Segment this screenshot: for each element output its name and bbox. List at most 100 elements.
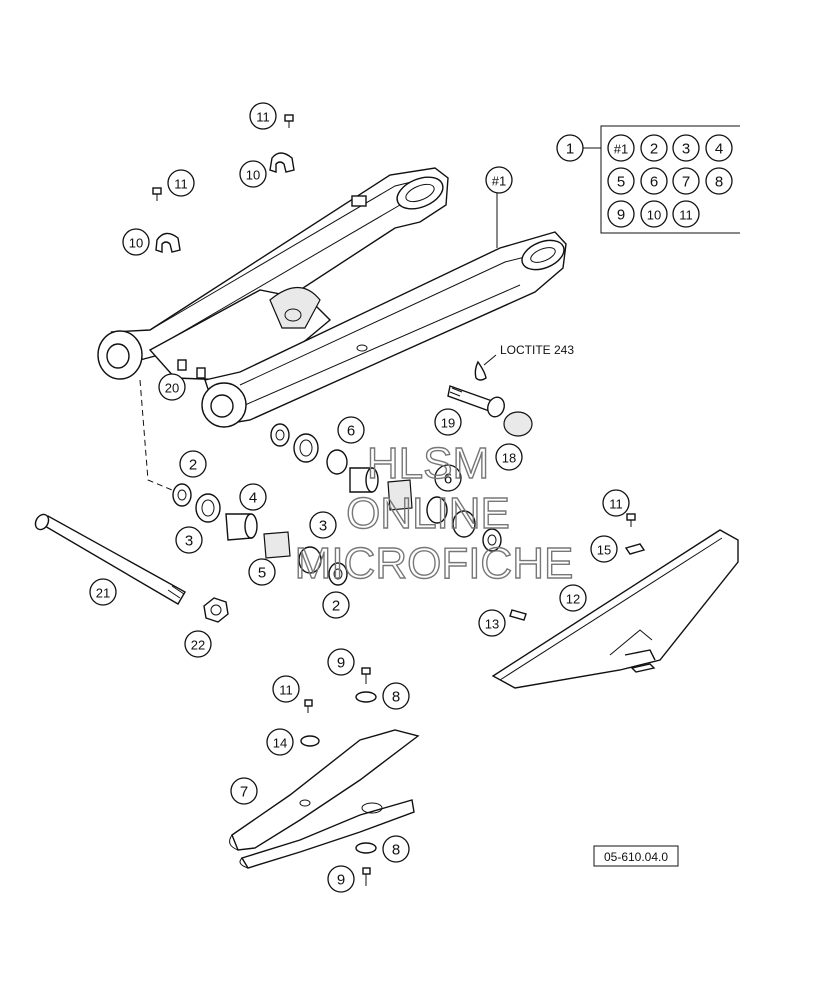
kit-member-3-label: 4 [715, 141, 723, 158]
callout-5-8[interactable]: 5 [248, 558, 276, 586]
seal-mid [482, 528, 502, 552]
swingarm-upper-tab [351, 195, 367, 207]
watermark-line2: ONLINE [346, 489, 510, 538]
callout-7-25[interactable]: 7 [230, 777, 258, 805]
callout-2-10[interactable]: 2 [322, 591, 350, 619]
kit-member-7-circle [705, 167, 733, 195]
callout-11-0-label: 11 [256, 110, 270, 125]
callout-2-5[interactable]: 2 [179, 450, 207, 478]
chain-slider [229, 667, 420, 886]
callout-9-27[interactable]: 9 [327, 865, 355, 893]
callout-11-1[interactable]: 11 [167, 169, 195, 197]
callout-14-24[interactable]: 14 [266, 728, 294, 756]
callout-kit-1[interactable]: 1 [556, 134, 584, 162]
kit-bracket [600, 125, 740, 234]
kit-ref-callout[interactable]: 1 [556, 134, 584, 162]
loctite-drop [474, 360, 487, 381]
callout-12-19[interactable]: 12 [559, 584, 587, 612]
clamp-10-left [155, 232, 181, 253]
kit-member-2[interactable]: 3 [672, 134, 700, 162]
callout-3-6-label: 3 [185, 533, 193, 550]
swingarm: #1 [97, 166, 567, 428]
left-bearing-stack [172, 483, 348, 586]
callout-8-26[interactable]: 8 [382, 835, 410, 863]
callout-21-15[interactable]: 21 [89, 578, 117, 606]
kit-member-1[interactable]: 2 [640, 134, 668, 162]
screw-11-mid [304, 699, 313, 707]
bush-3-lower [298, 546, 322, 574]
nut-22 [203, 597, 229, 623]
callout-20-4-label: 20 [165, 381, 179, 396]
callout-11-17[interactable]: 11 [602, 489, 630, 517]
right-bearing-stack [270, 423, 502, 552]
chain-slider-7-lower [240, 799, 415, 869]
kit-member-8-circle [607, 200, 635, 228]
callout-swingarm-1-circle [485, 166, 513, 194]
callout-5-8-circle [248, 558, 276, 586]
kit-member-3[interactable]: 4 [705, 134, 733, 162]
kit-member-8[interactable]: 9 [607, 200, 635, 228]
kit-member-7[interactable]: 8 [705, 167, 733, 195]
callout-6-12-label: 6 [444, 471, 452, 488]
callout-20-4[interactable]: 20 [158, 373, 186, 401]
swingarm-ref-callout[interactable]: #1 [485, 166, 513, 194]
callout-14-24-label: 14 [273, 736, 287, 751]
callout-2-5-label: 2 [189, 457, 197, 474]
kit-member-6-label: 7 [682, 174, 690, 191]
watermark-line3: MICROFICHE [295, 539, 574, 588]
kit-member-9[interactable]: 10 [640, 200, 668, 228]
callout-4-7[interactable]: 4 [239, 483, 267, 511]
kit-member-0-circle [607, 134, 635, 162]
kit-member-10[interactable]: 11 [672, 200, 700, 228]
seal-2-lower [328, 562, 348, 586]
callout-15-18[interactable]: 15 [590, 535, 618, 563]
kit-member-6[interactable]: 7 [672, 167, 700, 195]
callout-3-6[interactable]: 3 [175, 526, 203, 554]
callout-10-3-label: 10 [129, 236, 143, 251]
callout-19-13[interactable]: 19 [434, 408, 462, 436]
kit-member-5[interactable]: 6 [640, 167, 668, 195]
callout-8-23[interactable]: 8 [382, 682, 410, 710]
kit-member-6-circle [672, 167, 700, 195]
washer-8-top [355, 691, 377, 703]
kit-member-4-circle [607, 167, 635, 195]
callout-10-2[interactable]: 10 [239, 160, 267, 188]
callout-10-3[interactable]: 10 [122, 228, 150, 256]
callout-11-1-circle [167, 169, 195, 197]
watermark: HLSM ONLINE MICROFICHE [294, 438, 574, 588]
callout-6-12[interactable]: 6 [434, 464, 462, 492]
callout-18-14-label: 18 [502, 451, 516, 466]
callout-2-10-label: 2 [332, 598, 340, 615]
callout-9-27-circle [327, 865, 355, 893]
kit-member-4[interactable]: 5 [607, 167, 635, 195]
callout-9-21[interactable]: 9 [327, 648, 355, 676]
washer-6-right [326, 449, 348, 475]
callout-18-14[interactable]: 18 [495, 443, 523, 471]
callout-swingarm-1[interactable]: #1 [485, 166, 513, 194]
callout-4-7-label: 4 [249, 490, 257, 507]
kit-member-0[interactable]: #1 [607, 134, 635, 162]
callout-3-9[interactable]: 3 [309, 511, 337, 539]
callout-15-18-circle [590, 535, 618, 563]
screw-11-right [626, 513, 636, 521]
clip-15 [624, 543, 646, 555]
callout-20-4-circle [158, 373, 186, 401]
callout-12-19-circle [559, 584, 587, 612]
callout-11-0[interactable]: 11 [249, 102, 277, 130]
callout-19-13-label: 19 [441, 416, 455, 431]
callout-7-25-circle [230, 777, 258, 805]
swingarm-lower-axle-slot [521, 239, 565, 271]
diagram-code-box: 05-610.04.0 [593, 845, 679, 867]
kit-member-2-circle [672, 134, 700, 162]
callout-swingarm-1-label: #1 [492, 174, 506, 189]
callout-8-26-label: 8 [392, 842, 400, 859]
callout-11-22[interactable]: 11 [272, 675, 300, 703]
screw-11-top [284, 114, 294, 122]
callout-22-16[interactable]: 22 [184, 630, 212, 658]
callout-13-20[interactable]: 13 [478, 609, 506, 637]
callout-6-11[interactable]: 6 [337, 416, 365, 444]
washer-14 [300, 735, 320, 747]
callout-3-9-circle [309, 511, 337, 539]
